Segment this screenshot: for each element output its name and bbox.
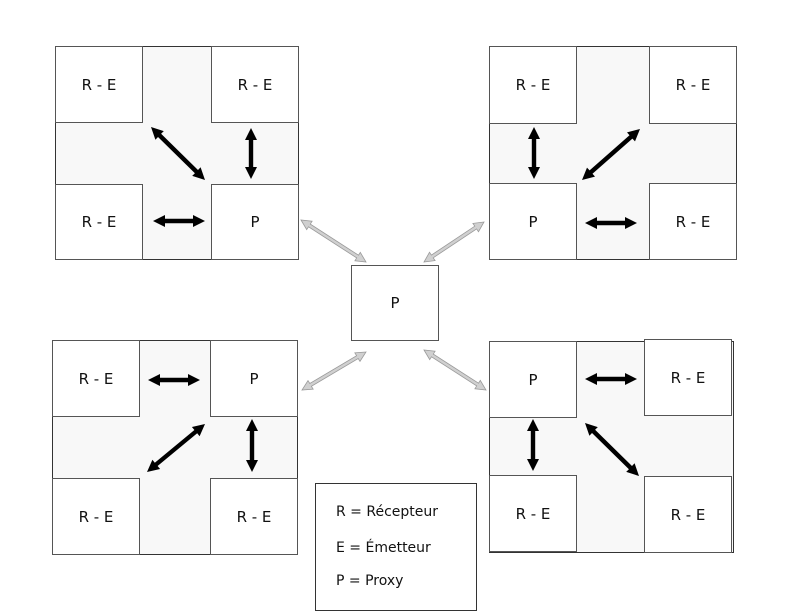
node-re-bottom-right-a: R - E (644, 339, 732, 416)
node-re-bottom-right-b: R - E (489, 475, 577, 552)
legend-emitter: E = Émetteur (336, 540, 431, 556)
node-re-bottom-left-a: R - E (52, 340, 140, 417)
node-re-bottom-left-b: R - E (52, 478, 140, 555)
node-proxy-bottom-right: P (489, 341, 577, 418)
proxy-link-arrow-2 (423, 221, 485, 263)
node-re-bottom-left-c: R - E (210, 478, 298, 555)
node-proxy-center: P (351, 265, 439, 341)
legend-proxy: P = Proxy (336, 573, 404, 589)
node-re-top-right-b: R - E (649, 46, 737, 124)
proxy-link-arrow-3 (301, 351, 367, 391)
node-re-top-right-a: R - E (489, 46, 577, 124)
legend-receiver: R = Récepteur (336, 504, 438, 520)
node-proxy-top-left: P (211, 184, 299, 260)
proxy-link-arrow-4 (423, 349, 487, 391)
node-re-top-right-c: R - E (649, 183, 737, 260)
node-proxy-bottom-left: P (210, 340, 298, 417)
proxy-link-arrow-1 (300, 219, 367, 263)
node-re-top-left-a: R - E (55, 46, 143, 123)
node-re-top-left-c: R - E (55, 184, 143, 260)
node-re-bottom-right-c: R - E (644, 476, 732, 553)
node-re-top-left-b: R - E (211, 46, 299, 123)
legend-box: R = Récepteur E = Émetteur P = Proxy (315, 483, 477, 611)
node-proxy-top-right: P (489, 183, 577, 260)
